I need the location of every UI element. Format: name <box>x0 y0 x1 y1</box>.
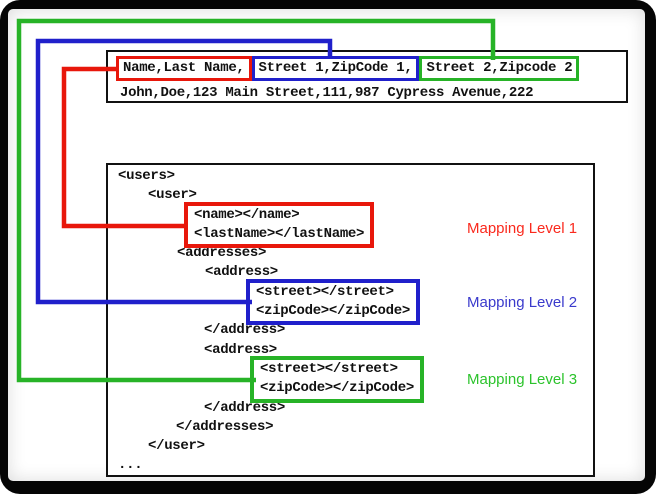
csv-segment-street1-zipcode1: Street 1,ZipCode 1, <box>251 56 420 81</box>
xml-line-address2-close: </address> <box>204 399 286 416</box>
xml-line-ellipsis: ... <box>118 457 143 474</box>
xml-line-addresses-close: </addresses> <box>176 418 274 435</box>
xml-line-lastname: <lastName></lastName> <box>194 225 365 242</box>
xml-line-street2: <street></street> <box>260 360 398 377</box>
xml-line-users-open: <users> <box>118 168 175 184</box>
csv-segment-street2-zipcode2: Street 2,Zipcode 2 <box>419 56 580 81</box>
mapping-level-3-target-group: <street></street> <zipCode></zipCode> <box>250 355 424 403</box>
xml-line-zipcode2: <zipCode></zipCode> <box>260 380 414 397</box>
mapping-level-3-label: Mapping Level 3 <box>467 371 578 388</box>
mapping-level-2-target-group: <street></street> <zipCode></zipCode> <box>246 278 420 326</box>
xml-line-street1: <street></street> <box>256 283 394 300</box>
xml-line-user-close: </user> <box>148 438 205 455</box>
mapping-level-1-label: Mapping Level 1 <box>467 220 578 237</box>
csv-segment-name-lastname: Name,Last Name, <box>116 56 252 81</box>
xml-panel: <users> <user> <name></name> <lastName><… <box>106 163 595 477</box>
xml-line-name: <name></name> <box>194 206 300 223</box>
csv-panel: Name,Last Name, Street 1,ZipCode 1, Stre… <box>106 50 628 103</box>
mapping-level-2-label: Mapping Level 2 <box>467 294 578 311</box>
csv-data-row: John,Doe,123 Main Street,111,987 Cypress… <box>120 85 534 101</box>
xml-line-zipcode1: <zipCode></zipCode> <box>256 303 410 320</box>
mapping-level-1-target-group: <name></name> <lastName></lastName> <box>184 201 375 249</box>
csv-header-row: Name,Last Name, Street 1,ZipCode 1, Stre… <box>116 56 580 81</box>
